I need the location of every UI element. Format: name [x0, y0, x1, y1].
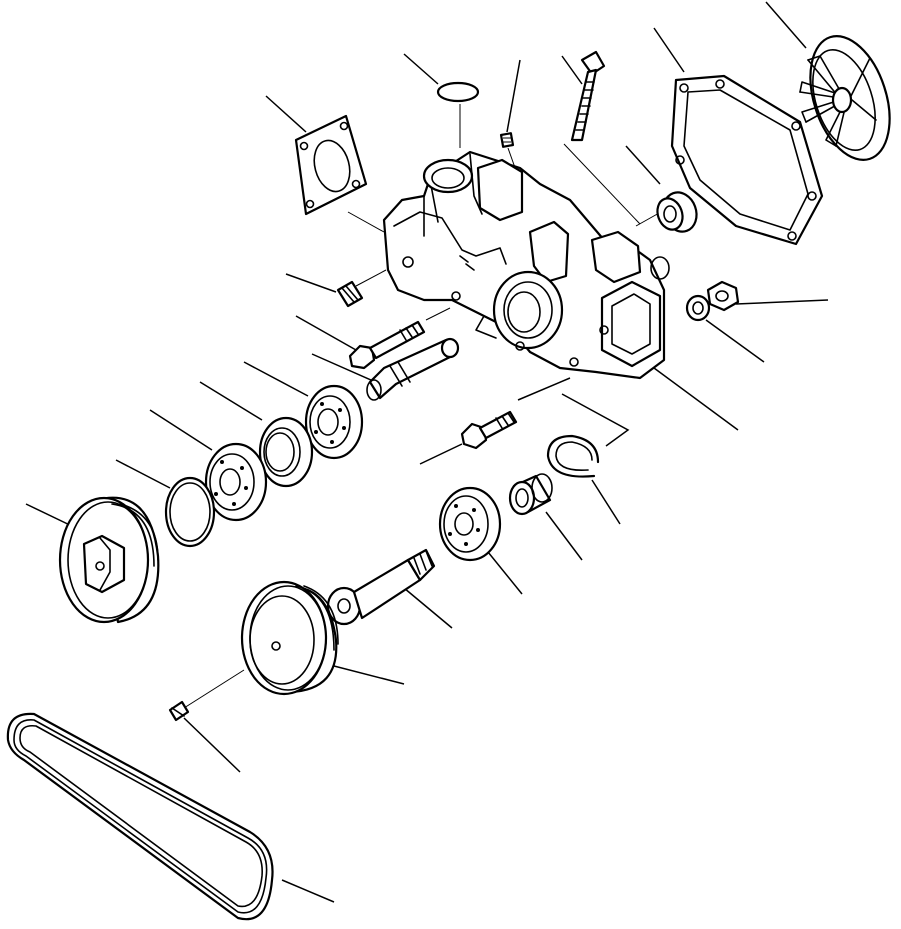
leader-line-retaining-ring	[591, 479, 621, 525]
shaft-icon-pump	[326, 548, 436, 626]
bearing-icon-rear	[204, 442, 268, 522]
bushing-icon-seal	[656, 191, 698, 233]
leader-line-set-screw	[183, 717, 241, 773]
leader-line-drive-pulley	[333, 665, 405, 685]
o-ring-icon	[436, 81, 480, 103]
gasket-icon-housing	[670, 74, 824, 246]
impeller-icon	[799, 35, 891, 161]
leader-line-o-ring	[403, 53, 439, 85]
leader-line-washer	[705, 319, 765, 363]
leader-line-hex-bolt	[295, 315, 357, 351]
leader-line-shaft-bearing	[487, 551, 523, 595]
leader-line-pump-shaft	[403, 587, 453, 629]
bearing-icon-front	[304, 384, 364, 460]
leader-line-drain-plug	[285, 273, 337, 293]
seal-icon-oil	[258, 416, 314, 488]
leader-lines	[25, 1, 829, 903]
leader-line-plug-top	[506, 59, 521, 133]
pulley-icon-drive	[240, 580, 339, 696]
leader-line-snap-ring	[115, 459, 171, 489]
leader-line-bearing-front	[243, 361, 309, 397]
axis-line-bolt	[425, 307, 451, 321]
snap-ring-icon-retaining	[546, 434, 600, 478]
leader-line-idler-shaft	[311, 353, 381, 385]
plug-icon-drain	[336, 280, 364, 308]
axis-line-drain	[355, 269, 387, 287]
axis-line-set-screw	[183, 669, 245, 709]
shaft-icon-idler	[366, 337, 460, 401]
housing-icon	[382, 150, 670, 380]
leader-bolt-to-housing	[517, 377, 571, 401]
leader-line-oil-seal	[199, 381, 263, 421]
leader-line-v-belt	[281, 879, 335, 903]
leader-line-collar	[545, 511, 583, 561]
leader-line-nut	[735, 299, 829, 305]
collar-icon	[508, 473, 553, 516]
bolt-icon-mounting	[460, 410, 518, 450]
snap-ring-icon	[164, 476, 216, 548]
leader-line-mounting-bolt	[419, 443, 463, 465]
leader-line-impeller	[765, 1, 807, 49]
set-screw-icon	[168, 700, 190, 722]
leader-line-housing-gasket	[653, 27, 685, 73]
bearing-icon-shaft	[438, 486, 502, 562]
belt-icon	[6, 712, 274, 921]
nut-icon	[706, 280, 740, 312]
axis-line-flange	[347, 211, 385, 233]
axis-line-stud	[563, 143, 641, 225]
bolt-icon-hex	[348, 320, 426, 370]
leader-line-seal-bushing	[625, 145, 661, 185]
gasket-icon-flange	[294, 114, 368, 216]
leader-line-housing	[653, 367, 739, 431]
leader-bracket	[561, 393, 630, 447]
plug-icon-top	[499, 132, 515, 148]
pulley-icon-idler	[58, 496, 160, 624]
washer-icon	[685, 294, 711, 322]
leader-line-bearing-rear	[149, 409, 213, 451]
bolt-icon-stud	[570, 50, 606, 142]
leader-line-stud-bolt	[561, 55, 583, 85]
leader-line-flange-gasket	[265, 95, 307, 133]
